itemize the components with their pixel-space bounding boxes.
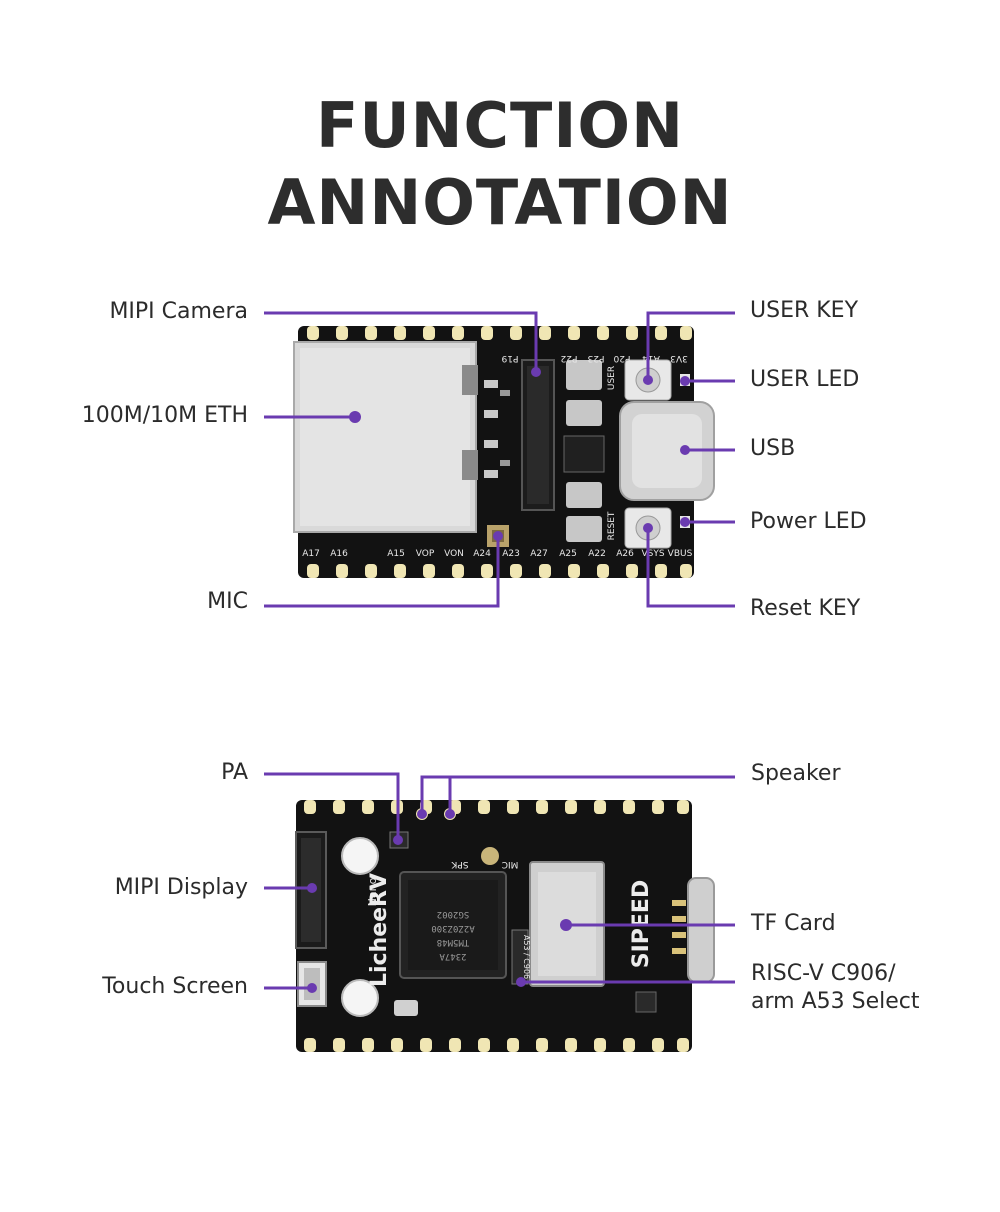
silk-bottom-4: VON: [444, 549, 464, 559]
silk-top-0: P19: [501, 353, 518, 363]
chip-text-1: A2Z0Z300: [431, 923, 474, 933]
top-leader-lines: [264, 311, 735, 608]
top-board-pads-top: [307, 326, 692, 340]
leader-speaker: [420, 775, 735, 814]
silk-user: USER: [607, 366, 617, 390]
silk-select: A53 / C906: [522, 935, 531, 979]
leader-pa: [264, 772, 400, 840]
bottom-leader-dots: [307, 809, 572, 993]
leader-camera: [264, 311, 538, 372]
label-user-led: USER LED: [750, 367, 860, 392]
title-line-2: ANNOTATION: [267, 166, 733, 239]
silk-bottom-5: A24: [473, 549, 491, 559]
silk-bottom-6: A23: [502, 549, 520, 559]
label-speaker: Speaker: [751, 761, 841, 786]
top-board-silkscreen: P19 P22 P23 P20 A14 3V3 USER RESET: [501, 353, 688, 540]
silk-reset: RESET: [607, 511, 617, 540]
silk-bottom-0: A17: [302, 549, 320, 559]
silk-spk: SPK: [450, 859, 468, 869]
silk-brand: LicheeRV: [367, 873, 392, 987]
silk-mic: MIC: [502, 859, 519, 869]
top-board: [293, 326, 715, 578]
label-tf-card: TF Card: [751, 911, 836, 936]
silk-top-2: P23: [588, 353, 605, 363]
label-usb: USB: [750, 436, 796, 461]
label-eth: 100M/10M ETH: [81, 403, 248, 428]
label-power-led: Power LED: [750, 509, 867, 534]
label-riscv-select-line1: RISC-V C906/: [751, 961, 896, 986]
top-board-pads-bottom: [307, 564, 692, 578]
silk-brand-sub: Nano: [366, 877, 379, 906]
bottom-board-pads-bottom: [304, 1038, 689, 1052]
soc-markings: SG2002 A2Z0Z300 TM5M48 2347A: [431, 909, 474, 961]
label-mipi-display: MIPI Display: [114, 875, 248, 900]
bottom-board: [295, 800, 715, 1052]
label-mic: MIC: [207, 589, 248, 614]
silk-bottom-11: VSYS: [641, 549, 664, 559]
top-board-silkscreen-bottom: A17 A16 A15 VOP VON A24 A23 A27 A25 A22 …: [302, 549, 692, 559]
label-pa: PA: [221, 760, 248, 785]
silk-bottom-1: A16: [330, 549, 348, 559]
label-riscv-select-line2: arm A53 Select: [751, 989, 920, 1014]
silk-top-3: P20: [613, 353, 630, 363]
silk-top-4: A14: [642, 353, 660, 363]
chip-text-3: 2347A: [439, 951, 467, 961]
silk-bottom-9: A22: [588, 549, 606, 559]
silk-bottom-10: A26: [616, 549, 634, 559]
label-mipi-camera: MIPI Camera: [109, 299, 248, 324]
leader-reset-key: [646, 528, 735, 608]
label-touch-screen: Touch Screen: [102, 974, 248, 999]
silk-bottom-3: VOP: [416, 549, 435, 559]
silk-bottom-8: A25: [559, 549, 577, 559]
silk-top-1: P22: [561, 353, 578, 363]
silk-bottom-12: VBUS: [668, 549, 693, 559]
bottom-leader-lines: [264, 772, 735, 990]
silk-bottom-2: A15: [387, 549, 405, 559]
leader-user-key: [646, 311, 735, 380]
chip-text-0: SG2002: [437, 909, 470, 919]
label-reset-key: Reset KEY: [750, 596, 861, 621]
chip-text-2: TM5M48: [437, 937, 470, 947]
silk-top-5: 3V3: [670, 353, 688, 363]
silk-bottom-7: A27: [530, 549, 548, 559]
label-user-key: USER KEY: [750, 298, 859, 323]
top-leader-dots: [349, 367, 690, 541]
title-line-1: FUNCTION: [315, 89, 685, 162]
leader-mic: [264, 536, 500, 608]
